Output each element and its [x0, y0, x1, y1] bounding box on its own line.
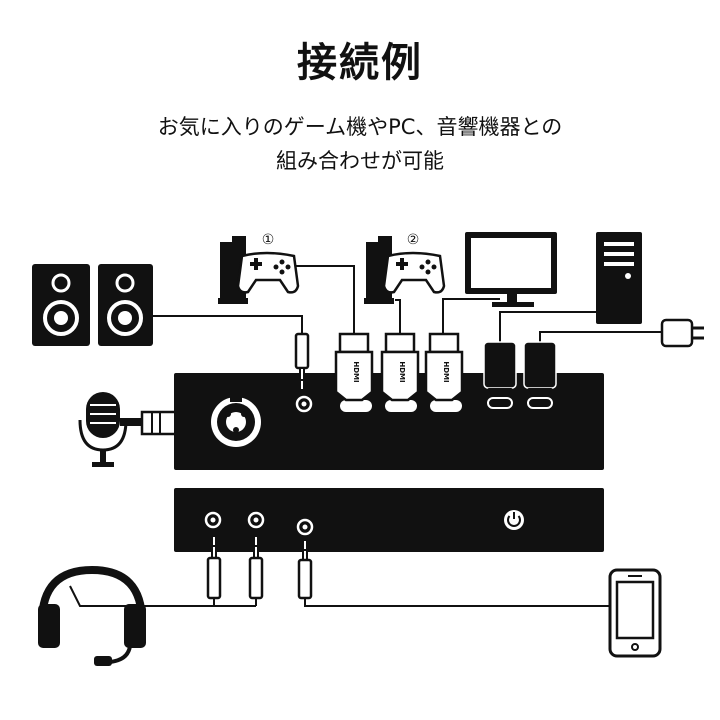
hdmi-port-1	[340, 400, 372, 412]
hdmi-plug-3: HDMI	[424, 332, 464, 402]
hdmi-port-2	[385, 400, 417, 412]
gamepad-icon	[382, 251, 446, 294]
device-front-panel	[174, 488, 604, 552]
console-2-number: ②	[407, 232, 420, 248]
power-adapter-icon	[660, 318, 704, 348]
audio-plug-mic	[206, 535, 222, 600]
pc-cable	[499, 311, 612, 343]
headset-cable	[69, 585, 256, 607]
line-out-port	[295, 395, 313, 413]
audio-plug-aux	[297, 539, 313, 600]
headphone-jack	[247, 511, 265, 529]
hdmi-plug-1-label: HDMI	[352, 361, 360, 382]
device-rear-panel	[174, 373, 604, 470]
page-subtitle: お気に入りのゲーム機やPC、音響機器との 組み合わせが可能	[0, 110, 720, 178]
hdmi-plug-3-label: HDMI	[442, 361, 450, 382]
aux-jack	[296, 518, 314, 536]
audio-plug-line-out	[294, 332, 310, 391]
console-1-number: ①	[262, 232, 275, 248]
game-console-2: ②	[364, 232, 446, 304]
xlr-combo-port	[211, 396, 261, 447]
speaker-right	[98, 264, 153, 346]
hdmi-plug-2-label: HDMI	[398, 361, 406, 382]
hdmi-plug-2: HDMI	[380, 332, 420, 402]
game-console-1: ①	[218, 232, 300, 304]
monitor-cable	[442, 298, 500, 335]
usb-c-plug-2	[523, 341, 557, 396]
page-title: 接続例	[297, 40, 423, 86]
audio-plug-headphone	[248, 535, 264, 600]
usb-c-plug-1	[483, 341, 517, 396]
phone-cable	[304, 598, 612, 607]
power-cable	[539, 331, 662, 343]
console2-cable	[395, 299, 401, 335]
microphone-icon	[78, 392, 128, 467]
speakers	[32, 264, 153, 346]
speaker-cable	[152, 315, 303, 335]
console1-cable	[296, 265, 355, 335]
monitor-icon	[465, 232, 557, 307]
headset-icon	[38, 565, 146, 666]
smartphone-icon	[608, 568, 662, 658]
speaker-left	[32, 264, 90, 346]
mic-jack	[204, 511, 222, 529]
usb-c-port-1	[487, 397, 513, 409]
subtitle-line-1: お気に入りのゲーム機やPC、音響機器との	[157, 115, 563, 139]
pc-tower-icon	[596, 232, 642, 324]
power-button-icon	[504, 510, 524, 530]
cables	[69, 265, 662, 607]
subtitle-line-2: 組み合わせが可能	[276, 149, 444, 173]
hdmi-plug-1: HDMI	[334, 332, 374, 402]
usb-c-port-2	[527, 397, 553, 409]
hdmi-port-3	[430, 400, 462, 412]
gamepad-icon	[236, 251, 300, 294]
